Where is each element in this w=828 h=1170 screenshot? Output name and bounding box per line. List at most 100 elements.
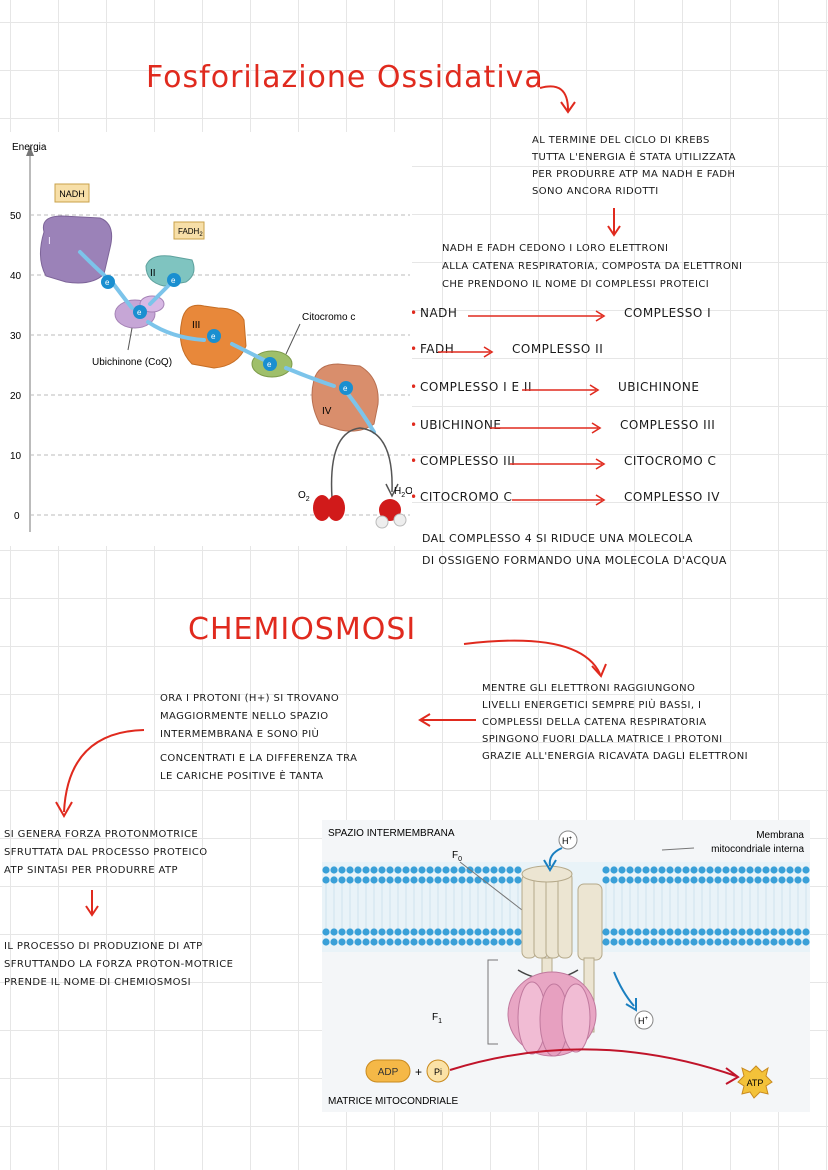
lipid-head (610, 876, 618, 884)
lipid-head (498, 876, 506, 884)
lipid-head (602, 928, 610, 936)
lipid-head (490, 938, 498, 946)
lipid-head (482, 876, 490, 884)
lipid-head (394, 866, 402, 874)
note-line: alla catena respiratoria, composta da el… (442, 261, 743, 272)
lipid-head (746, 876, 754, 884)
proton-label: H+ (562, 836, 573, 846)
red-arrow-icon (512, 494, 606, 506)
electron-label: e (211, 332, 216, 341)
complex-3-label: III (192, 320, 200, 331)
lipid-head (458, 938, 466, 946)
complex-1-label: I (48, 236, 51, 247)
note-line: NADH e FADH cedono i loro elettroni (442, 243, 669, 254)
lipid-head (322, 866, 330, 874)
electron-icon (339, 381, 353, 395)
electron-icon (167, 273, 181, 287)
title-arrow-curve (539, 85, 576, 114)
lipid-head (722, 866, 730, 874)
lipid-head (642, 866, 650, 874)
lipid-head (650, 938, 658, 946)
note-line: per produrre ATP ma NADH e FADH (532, 169, 736, 180)
lipid-head (378, 938, 386, 946)
lipid-head (498, 928, 506, 936)
lipid-head (394, 938, 402, 946)
lipid-head (762, 876, 770, 884)
lipid-head (674, 928, 682, 936)
lipid-head (658, 938, 666, 946)
lipid-head (626, 928, 634, 936)
citocromo-label: Citocromo c (302, 312, 355, 323)
step-to: Complesso IV (624, 490, 720, 504)
lipid-head (354, 928, 362, 936)
section-title-chemiosmosi: Chemiosmosi (188, 612, 417, 647)
lipid-head (698, 928, 706, 936)
oxygen-conclusion: Dal complesso 4 si riduce una molecola d… (422, 528, 828, 572)
lipid-head (362, 866, 370, 874)
krebs-note: Al termine del ciclo di Krebs tutta l'en… (532, 132, 822, 200)
tick-label: 0 (14, 511, 20, 522)
note-line: ATP sintasi per produrre ATP (4, 865, 178, 876)
lipid-head (794, 938, 802, 946)
tick-label: 40 (10, 271, 22, 282)
step-from: Complesso I e II (420, 380, 533, 394)
membrane-label: mitocondriale interna (711, 844, 804, 855)
lipid-head (786, 876, 794, 884)
lipid-head (602, 876, 610, 884)
lipid-head (506, 938, 514, 946)
note-line: grazie all'energia ricavata dagli elettr… (482, 751, 748, 762)
lipid-head (682, 938, 690, 946)
chemiosmosi-arrow (463, 639, 607, 678)
lipid-head (690, 876, 698, 884)
electrons-note: Mentre gli elettroni raggiungono livelli… (482, 680, 828, 765)
lipid-head (394, 876, 402, 884)
complex-2-label: II (150, 268, 156, 279)
lipid-head (802, 876, 810, 884)
lipid-head (626, 876, 634, 884)
lipid-head (730, 928, 738, 936)
complex-4-label: IV (322, 406, 332, 417)
red-arrow-icon (510, 458, 606, 470)
step-row: •FADHComplesso II (0, 342, 828, 364)
lipid-head (338, 928, 346, 936)
note-line: sono ancora ridotti (532, 186, 659, 197)
lipid-head (426, 876, 434, 884)
lipid-head (466, 928, 474, 936)
lipid-head (754, 928, 762, 936)
lipid-head (322, 938, 330, 946)
electron-note: NADH e FADH cedono i loro elettroni alla… (442, 240, 828, 294)
electrons (101, 273, 353, 395)
lipid-head (722, 938, 730, 946)
step-from: Ubichinone (420, 418, 502, 432)
step-from: Citocromo C (420, 490, 513, 504)
lipid-head (434, 928, 442, 936)
lipid-head (754, 876, 762, 884)
lipid-head (730, 876, 738, 884)
o2-atom (327, 495, 345, 521)
lipid-head (402, 866, 410, 874)
intermembrane-space-label: SPAZIO INTERMEMBRANA (328, 828, 455, 839)
ubichinone-label: Ubichinone (CoQ) (92, 357, 172, 368)
lipid-head (714, 866, 722, 874)
tick-label: 50 (10, 211, 22, 222)
lipid-head (410, 876, 418, 884)
synthesis-arrow (449, 1048, 737, 1077)
lipid-head (410, 866, 418, 874)
lipid-head (378, 928, 386, 936)
lipid-head (362, 938, 370, 946)
lipid-head (746, 938, 754, 946)
lipid-head (330, 938, 338, 946)
protons-note: Ora i protoni (H+) si trovano maggiormen… (160, 690, 420, 786)
note-line: Si genera forza protonmotrice (4, 829, 199, 840)
lipid-head (770, 938, 778, 946)
chemiosmosi-definition: Il processo di produzione di ATP sfrutta… (4, 938, 314, 992)
lipid-head (610, 866, 618, 874)
step-to: Citocromo C (624, 454, 717, 468)
electron-icon (263, 357, 277, 371)
lipid-head (370, 928, 378, 936)
lipid-head (410, 928, 418, 936)
note-line: prende il nome di chemiosmosi (4, 977, 191, 988)
lipid-head (794, 928, 802, 936)
lipid-head (682, 928, 690, 936)
lipid-head (498, 866, 506, 874)
